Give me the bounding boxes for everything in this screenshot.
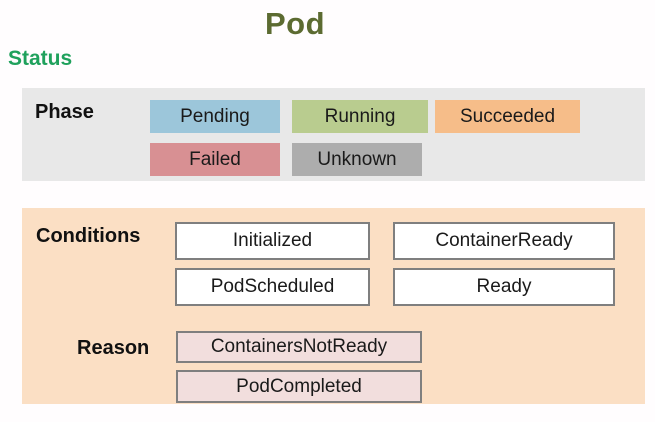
diagram-title: Pod <box>264 6 326 41</box>
phase-chip-pending: Pending <box>150 100 280 133</box>
reason-box-containersnotready: ContainersNotReady <box>176 331 422 363</box>
conditions-panel: Conditions Initialized ContainerReady Po… <box>22 208 645 404</box>
phase-label: Phase <box>35 101 94 123</box>
phase-panel: Phase Pending Running Succeeded Failed U… <box>22 88 645 181</box>
phase-chip-running: Running <box>292 100 428 133</box>
reason-label: Reason <box>77 337 150 359</box>
condition-box-podscheduled: PodScheduled <box>175 268 370 306</box>
conditions-label: Conditions <box>36 225 141 247</box>
phase-chip-unknown: Unknown <box>292 143 422 176</box>
phase-chip-succeeded: Succeeded <box>435 100 580 133</box>
reason-box-podcompleted: PodCompleted <box>176 370 422 403</box>
status-section-label: Status <box>8 47 73 70</box>
phase-chip-failed: Failed <box>150 143 280 176</box>
condition-box-initialized: Initialized <box>175 222 370 260</box>
condition-box-ready: Ready <box>393 268 615 306</box>
condition-box-containerready: ContainerReady <box>393 222 615 260</box>
